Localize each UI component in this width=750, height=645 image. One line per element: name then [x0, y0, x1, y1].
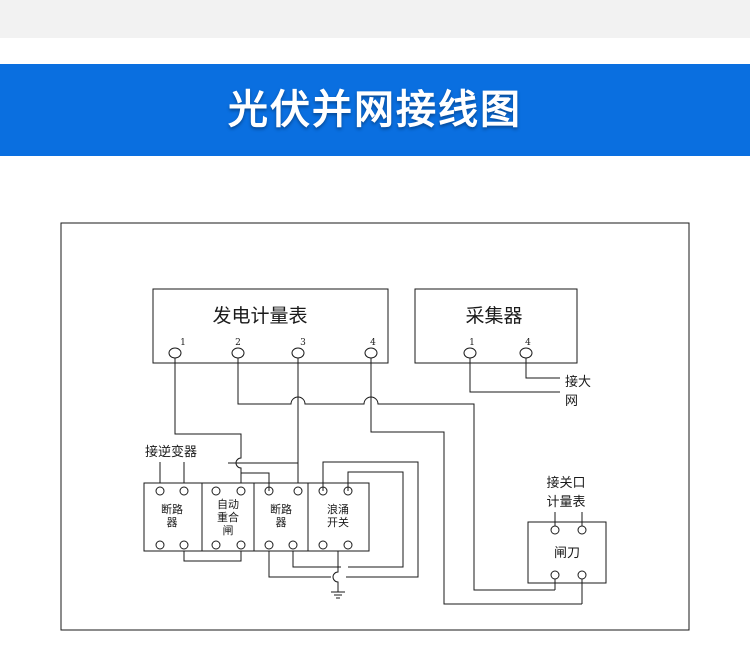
generation-meter-outline	[152, 288, 389, 364]
module-terminal	[236, 540, 246, 550]
gateway-meter-label: 接关口	[546, 475, 585, 491]
inverter-label: 接逆变器	[145, 444, 197, 460]
collector-box: 采集器 1 4	[414, 288, 578, 364]
meter-terminal-number: 4	[370, 338, 376, 348]
collector-label: 采集器	[465, 305, 522, 327]
collector-terminal	[519, 347, 533, 359]
grid-label-line2: 网	[565, 394, 578, 409]
recloser-label: 闸	[223, 524, 234, 537]
collector-terminal	[463, 347, 477, 359]
module-terminal	[236, 486, 246, 496]
module-terminal	[179, 486, 189, 496]
surge-switch-label: 浪涌	[327, 502, 349, 516]
module-terminal	[155, 486, 165, 496]
collector-terminal-number: 4	[525, 338, 531, 348]
page-title: 光伏并网接线图	[228, 87, 522, 133]
module-terminal	[179, 540, 189, 550]
meter-terminal	[231, 347, 245, 359]
wire-bottom-jumper-breaker-2	[292, 551, 341, 568]
knife-switch-outline	[527, 521, 607, 584]
meter-terminal-number: 2	[235, 338, 241, 348]
wire-bottom-jumper-left	[183, 551, 242, 562]
distribution-modules: 断路 器 自动 重合 闸 断路 器 浪涌 开关	[143, 482, 370, 552]
gateway-meter-label: 计量表	[546, 495, 585, 510]
diagram-frame	[60, 222, 690, 631]
grid-label-line1: 接大	[565, 374, 591, 390]
wire-meter-2-to-knife-switch	[237, 358, 555, 591]
wire-surge-loop-inner	[347, 471, 404, 568]
module-terminal	[264, 540, 274, 550]
surge-switch-label: 开关	[327, 515, 349, 529]
meter-terminal-number: 1	[180, 338, 186, 348]
breaker-1-label: 断路	[161, 502, 183, 516]
title-banner: 光伏并网接线图	[0, 64, 750, 156]
wire-meter-4-to-knife-switch	[370, 358, 582, 605]
breaker-2-label: 断路	[270, 502, 292, 516]
top-strip	[0, 0, 750, 38]
meter-terminal	[291, 347, 305, 359]
module-terminal	[288, 540, 298, 550]
meter-terminal-number: 3	[300, 338, 306, 348]
meter-terminal	[168, 347, 182, 359]
module-terminal	[155, 540, 165, 550]
module-terminal	[211, 486, 221, 496]
wire-recloser-to-breaker	[241, 472, 270, 491]
wire-bottom-jumper-breaker	[268, 551, 331, 578]
wire-surge-loop-outer	[322, 461, 419, 578]
module-terminal	[318, 540, 328, 550]
knife-switch-terminal	[550, 525, 560, 535]
meter-terminal	[364, 347, 378, 359]
breaker-2-label: 器	[276, 516, 287, 529]
module-terminal	[293, 486, 303, 496]
generation-meter-label: 发电计量表	[212, 305, 307, 327]
recloser-label: 重合	[217, 510, 239, 524]
breaker-1-label: 器	[167, 516, 178, 529]
knife-switch-box: 闸刀	[527, 512, 607, 604]
generation-meter-box: 发电计量表 1 2 3 4	[152, 288, 389, 364]
wire-collector-4-to-grid	[525, 358, 560, 379]
collector-terminal-number: 1	[469, 338, 475, 348]
knife-switch-label: 闸刀	[554, 546, 580, 561]
wire-to-ground	[332, 551, 339, 592]
wire-collector-1-to-grid	[469, 358, 560, 393]
knife-switch-terminal	[550, 570, 560, 580]
module-terminal	[343, 540, 353, 550]
collector-outline	[414, 288, 578, 364]
knife-switch-terminal	[577, 570, 587, 580]
knife-switch-terminal	[577, 525, 587, 535]
wire-meter-1-to-recloser	[174, 358, 242, 491]
module-terminal	[211, 540, 221, 550]
recloser-label: 自动	[217, 498, 239, 511]
